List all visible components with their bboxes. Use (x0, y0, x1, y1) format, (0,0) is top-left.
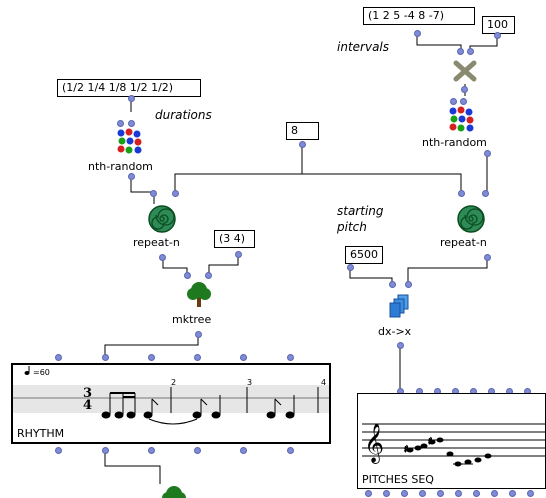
number-8-box[interactable]: 8 (286, 122, 319, 140)
starting-comment: starting (337, 204, 384, 218)
inlet[interactable] (184, 272, 191, 279)
outlet[interactable] (287, 447, 294, 454)
outlet[interactable] (397, 342, 404, 349)
inlet[interactable] (467, 48, 474, 55)
tree-icon[interactable] (185, 280, 213, 308)
start-pitch-box[interactable]: 6500 (345, 246, 383, 264)
tempo-label: =60 (33, 368, 50, 377)
nth-random-icon[interactable] (448, 106, 476, 134)
inlet[interactable] (194, 354, 201, 361)
outlet[interactable] (484, 150, 491, 157)
tree-icon[interactable] (160, 484, 188, 498)
inlet[interactable] (117, 120, 124, 127)
inlet[interactable] (405, 281, 412, 288)
inlet[interactable] (389, 281, 396, 288)
inlet[interactable] (460, 98, 467, 105)
signature-list-box[interactable]: (3 4) (214, 230, 255, 248)
dx-x-label: dx->x (378, 325, 412, 338)
repeat-n-label: repeat-n (133, 236, 180, 249)
dx-x-icon[interactable] (386, 292, 414, 320)
outlet[interactable] (347, 264, 354, 271)
outlet[interactable] (128, 173, 135, 180)
nth-random-label: nth-random (422, 136, 487, 149)
outlet[interactable] (102, 447, 109, 454)
outlet[interactable] (365, 490, 372, 497)
inlet[interactable] (205, 272, 212, 279)
time-sig-top: 3 (83, 386, 92, 401)
outlet[interactable] (401, 490, 408, 497)
outlet[interactable] (494, 32, 501, 39)
inlet[interactable] (128, 120, 135, 127)
nth-random-icon[interactable] (116, 128, 144, 156)
durations-list-box[interactable]: (1/2 1/4 1/8 1/2 1/2) (57, 79, 201, 97)
time-sig-bottom: 4 (83, 398, 92, 413)
rhythm-notation: =60 3 4 2 3 4 RHYTHM (13, 366, 329, 440)
pitches-label: PITCHES SEQ (362, 473, 434, 486)
inlet[interactable] (148, 354, 155, 361)
pitches-seq-editor[interactable]: 𝄞 ♯ ♯ PITCHES SEQ (357, 393, 546, 489)
measure-4-label: 4 (321, 378, 326, 387)
outlet[interactable] (484, 254, 491, 261)
outlet[interactable] (437, 490, 444, 497)
svg-text:♯: ♯ (428, 437, 432, 447)
outlet[interactable] (159, 254, 166, 261)
outlet[interactable] (414, 30, 421, 37)
intervals-list-box[interactable]: (1 2 5 -4 8 -7) (363, 7, 475, 25)
outlet[interactable] (383, 490, 390, 497)
measure-2-label: 2 (171, 378, 176, 387)
inlet[interactable] (458, 190, 465, 197)
inlet[interactable] (240, 354, 247, 361)
intervals-comment: intervals (337, 40, 390, 54)
outlet[interactable] (240, 447, 247, 454)
repeat-n-label: repeat-n (440, 236, 487, 249)
outlet[interactable] (461, 86, 468, 93)
outlet[interactable] (473, 490, 480, 497)
inlet[interactable] (457, 48, 464, 55)
inlet[interactable] (287, 354, 294, 361)
durations-comment: durations (155, 108, 212, 122)
outlet[interactable] (455, 490, 462, 497)
outlet[interactable] (419, 490, 426, 497)
inlet[interactable] (102, 354, 109, 361)
inlet[interactable] (150, 190, 157, 197)
treble-clef-icon: 𝄞 (364, 423, 384, 464)
outlet[interactable] (55, 447, 62, 454)
outlet[interactable] (148, 447, 155, 454)
svg-text:♯: ♯ (404, 445, 408, 455)
pitch-comment: pitch (337, 220, 367, 234)
outlet[interactable] (194, 447, 201, 454)
repeat-n-icon[interactable] (456, 204, 486, 234)
outlet[interactable] (235, 251, 242, 258)
outlet[interactable] (491, 490, 498, 497)
inlet[interactable] (450, 98, 457, 105)
multiply-icon[interactable] (453, 60, 477, 82)
outlet[interactable] (509, 490, 516, 497)
outlet[interactable] (527, 490, 534, 497)
outlet[interactable] (195, 331, 202, 338)
inlet[interactable] (55, 354, 62, 361)
pitches-notation: 𝄞 ♯ ♯ PITCHES SEQ (362, 423, 545, 486)
measure-3-label: 3 (247, 378, 252, 387)
nth-random-label: nth-random (88, 160, 153, 173)
outlet[interactable] (299, 141, 306, 148)
rhythm-editor[interactable]: =60 3 4 2 3 4 RHYTHM (11, 363, 331, 444)
rhythm-label: RHYTHM (17, 427, 64, 440)
repeat-n-icon[interactable] (147, 204, 177, 234)
inlet[interactable] (482, 190, 489, 197)
outlet[interactable] (128, 95, 135, 102)
mktree-label: mktree (172, 313, 212, 326)
inlet[interactable] (172, 190, 179, 197)
